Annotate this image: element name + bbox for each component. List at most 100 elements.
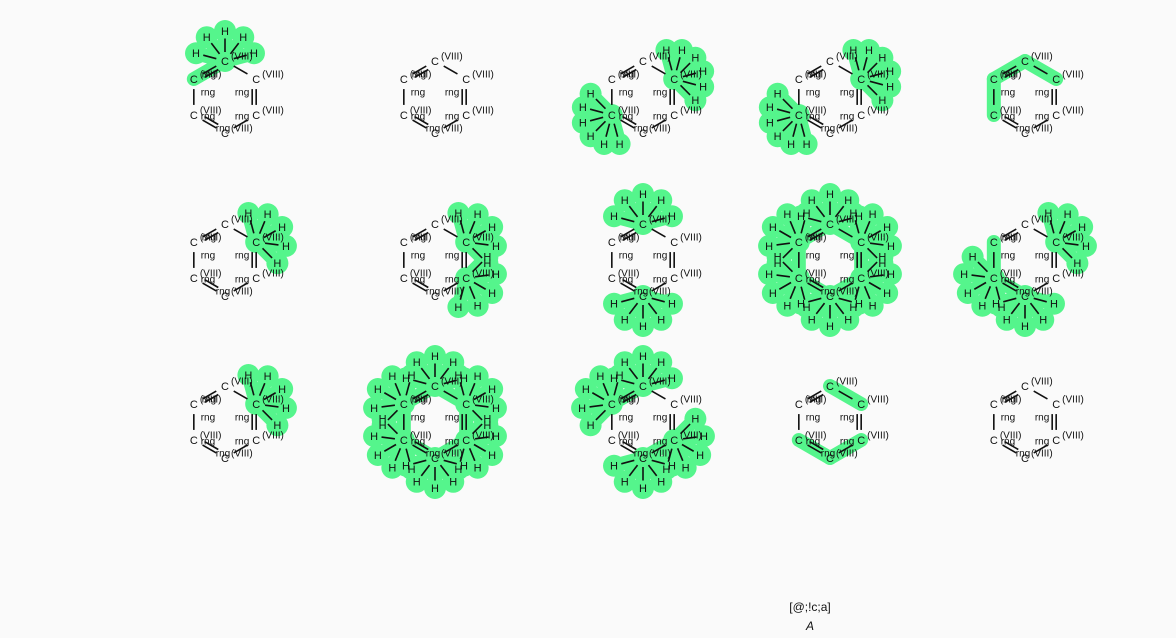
valence-annotation: (VIII) bbox=[410, 431, 432, 442]
highlighted-atom bbox=[650, 351, 673, 374]
ring-bond bbox=[204, 115, 219, 126]
hydrogen-bond bbox=[233, 54, 247, 60]
highlighted-atom bbox=[481, 216, 504, 238]
highlighted-atom bbox=[847, 292, 870, 315]
hydrogen-atom-label: H bbox=[616, 370, 624, 382]
carbon-atom-label: C bbox=[1021, 128, 1029, 140]
hydrogen-atom-label: H bbox=[488, 384, 496, 396]
highlighted-atom bbox=[1042, 292, 1065, 315]
highlighted-atom bbox=[1071, 216, 1094, 238]
hydrogen-bond bbox=[1033, 297, 1047, 303]
hydrogen-atom-label: H bbox=[402, 461, 410, 473]
highlighted-atom bbox=[366, 444, 389, 466]
hydrogen-atom-label: H bbox=[264, 209, 272, 221]
valence-annotation: (VIII) bbox=[441, 52, 463, 63]
hydrogen-atom-label: H bbox=[273, 258, 281, 270]
highlighted-atom bbox=[571, 396, 594, 419]
ring-annotation: rng bbox=[821, 287, 835, 298]
highlighted-atom bbox=[589, 365, 612, 388]
valence-annotation: (VIII) bbox=[680, 431, 702, 442]
valence-annotation: (VIII) bbox=[649, 215, 671, 226]
carbon-atom-label: C bbox=[221, 453, 229, 465]
hydrogen-bond bbox=[863, 286, 871, 300]
hydrogen-atom-label: H bbox=[682, 463, 690, 475]
hydrogen-bond bbox=[776, 274, 791, 278]
carbon-atom-label: C bbox=[1052, 237, 1060, 249]
hydrogen-bond bbox=[647, 367, 658, 380]
carbon-atom-label: C bbox=[1021, 56, 1029, 68]
carbon-atom-label: C bbox=[462, 273, 470, 285]
hydrogen-bond bbox=[782, 261, 794, 273]
ring-annotation: rng bbox=[619, 437, 633, 448]
hydrogen-atom-label: H bbox=[278, 384, 286, 396]
highlighted-atom bbox=[466, 365, 489, 388]
carbon-atom-label: C bbox=[252, 110, 260, 122]
hydrogen-bond bbox=[973, 281, 987, 290]
hydrogen-bond bbox=[229, 42, 240, 55]
hydrogen-bond bbox=[647, 205, 658, 218]
carbon-atom-label: C bbox=[221, 128, 229, 140]
ring-annotation: rng bbox=[411, 275, 425, 286]
hydrogen-bond bbox=[667, 57, 673, 71]
carbon-atom-label: C bbox=[639, 56, 647, 68]
ring-annotation: rng bbox=[235, 251, 249, 262]
hydrogen-bond bbox=[808, 297, 822, 303]
valence-annotation: (VIII) bbox=[262, 106, 284, 117]
valence-annotation: (VIII) bbox=[231, 124, 253, 135]
ring-bond bbox=[414, 68, 429, 79]
highlighted-atom bbox=[452, 454, 475, 477]
ring-annotation: rng bbox=[411, 112, 425, 123]
hydrogen-bond bbox=[439, 464, 450, 477]
hydrogen-atom-label: H bbox=[278, 222, 286, 234]
hydrogen-bond bbox=[628, 464, 639, 477]
valence-annotation: (VIII) bbox=[1000, 106, 1022, 117]
hydrogen-atom-label: H bbox=[668, 373, 676, 385]
highlighted-atom bbox=[632, 477, 654, 499]
ring-annotation: rng bbox=[619, 275, 633, 286]
hydrogen-bond bbox=[383, 443, 397, 452]
ring-annotation: rng bbox=[1001, 112, 1015, 123]
ring-annotation: rng bbox=[806, 112, 820, 123]
hydrogen-bond bbox=[613, 123, 619, 137]
highlighted-atom bbox=[366, 378, 389, 400]
valence-annotation: (VIII) bbox=[1031, 449, 1053, 460]
hydrogen-bond bbox=[1064, 242, 1079, 246]
hydrogen-atom-label: H bbox=[883, 222, 891, 234]
carbon-atom-label: C bbox=[639, 453, 647, 465]
valence-annotation: (VIII) bbox=[836, 124, 858, 135]
hydrogen-atom-label: H bbox=[460, 373, 468, 385]
valence-annotation: (VIII) bbox=[262, 70, 284, 81]
hydrogen-bond bbox=[651, 297, 665, 303]
ring-bond bbox=[1004, 440, 1019, 451]
ring-annotation: rng bbox=[445, 88, 459, 99]
hydrogen-bond bbox=[474, 274, 489, 278]
ring-bond bbox=[807, 119, 822, 129]
carbon-atom-label: C bbox=[990, 110, 998, 122]
highlighted-atom bbox=[603, 292, 626, 315]
hydrogen-atom-label: H bbox=[639, 189, 647, 201]
ring-annotation: rng bbox=[201, 88, 215, 99]
hydrogen-bond bbox=[613, 382, 619, 396]
carbon-atom-label: C bbox=[400, 399, 408, 411]
valence-annotation: (VIII) bbox=[200, 70, 222, 81]
carbon-atom-label: C bbox=[826, 453, 834, 465]
valence-annotation: (VIII) bbox=[441, 377, 463, 388]
highlighted-atom bbox=[787, 267, 810, 289]
valence-annotation: (VIII) bbox=[231, 287, 253, 298]
highlighted-atom bbox=[481, 282, 504, 304]
ring-annotation: rng bbox=[806, 437, 820, 448]
hydrogen-atom-label: H bbox=[668, 211, 676, 223]
hydrogen-bond bbox=[471, 423, 483, 435]
ring-bond bbox=[1033, 65, 1048, 75]
hydrogen-bond bbox=[605, 123, 611, 137]
carbon-atom-label: C bbox=[431, 381, 439, 393]
highlighted-atom bbox=[245, 393, 268, 415]
hydrogen-atom-label: H bbox=[244, 370, 252, 382]
hydrogen-bond bbox=[471, 247, 483, 259]
ring-bond bbox=[412, 119, 427, 129]
hydrogen-atom-label: H bbox=[610, 373, 618, 385]
ring-bond bbox=[414, 231, 429, 242]
hydrogen-atom-label: H bbox=[662, 45, 670, 57]
